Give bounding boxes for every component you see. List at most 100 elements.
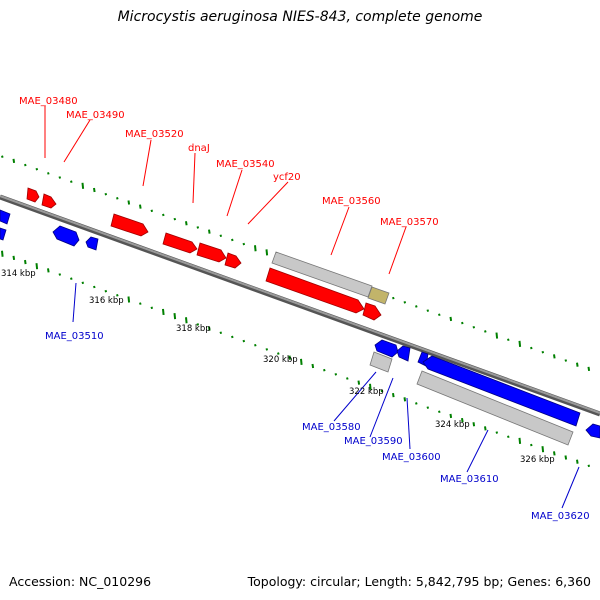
feature-olive[interactable] xyxy=(367,286,390,305)
reverse-genes xyxy=(0,209,600,439)
gc-mark xyxy=(196,323,200,326)
gc-mark xyxy=(576,362,579,367)
gc-mark xyxy=(196,226,200,229)
gene-mae-03570[interactable] xyxy=(362,302,382,321)
gene-label[interactable]: MAE_03610 xyxy=(440,474,499,485)
gc-mark xyxy=(12,158,16,164)
gc-mark xyxy=(116,197,119,200)
gc-mark xyxy=(127,296,131,303)
gc-mark xyxy=(495,431,499,434)
gene-label[interactable]: MAE_03580 xyxy=(302,422,361,433)
genome-summary-text: Topology: circular; Length: 5,842,795 bp… xyxy=(247,574,591,589)
gene-label[interactable]: MAE_03570 xyxy=(380,217,439,228)
genome-backbone-highlight xyxy=(0,195,600,414)
gene-dnaj[interactable] xyxy=(162,232,198,254)
gc-mark xyxy=(81,182,85,189)
scale-label: 322 kbp xyxy=(349,387,384,397)
gene-label[interactable]: MAE_03480 xyxy=(19,96,78,107)
gene-mae-03590[interactable] xyxy=(396,345,411,362)
gc-mark xyxy=(58,176,62,179)
gc-mark xyxy=(576,459,579,464)
gc-mark xyxy=(173,313,177,320)
gene-mae-03480[interactable] xyxy=(26,187,40,203)
gc-mark xyxy=(449,316,453,322)
gc-mark xyxy=(415,402,418,405)
gc-mark xyxy=(438,410,441,414)
scale-label: 324 kbp xyxy=(435,420,470,430)
gc-mark xyxy=(24,259,27,265)
gc-mark xyxy=(507,435,510,439)
gene-mae-03520[interactable] xyxy=(110,213,149,237)
gene-label[interactable]: dnaJ xyxy=(188,143,210,154)
gene-mae-03620[interactable] xyxy=(585,423,600,439)
gene-label[interactable]: MAE_03590 xyxy=(344,436,403,447)
gene-label[interactable]: ycf20 xyxy=(273,172,301,183)
gene-label[interactable]: MAE_03560 xyxy=(322,196,381,207)
gc-mark xyxy=(553,451,556,456)
gc-mark xyxy=(564,359,568,362)
gc-mark xyxy=(231,238,234,242)
gc-mark xyxy=(426,309,430,312)
gc-mark xyxy=(254,343,257,347)
gc-mark xyxy=(530,443,533,447)
gc-mark xyxy=(530,346,533,350)
gc-mark xyxy=(495,332,499,339)
gene-mae-03610[interactable] xyxy=(422,355,581,427)
gene-label[interactable]: MAE_03510 xyxy=(45,331,104,342)
gene-label[interactable]: MAE_03490 xyxy=(66,110,125,121)
gc-mark xyxy=(300,358,303,365)
gc-mark xyxy=(231,335,234,339)
forward-leaders xyxy=(44,106,407,275)
gene-label[interactable]: MAE_03620 xyxy=(531,511,590,522)
gc-mark xyxy=(461,321,464,325)
gc-mark xyxy=(81,281,85,285)
gc-mark xyxy=(564,455,568,460)
gene-label[interactable]: MAE_03540 xyxy=(216,159,275,170)
gc-mark xyxy=(587,366,591,371)
gc-mark xyxy=(403,397,407,402)
gc-mark xyxy=(208,229,211,234)
scale-label: 314 kbp xyxy=(1,269,36,279)
gc-mark xyxy=(346,377,349,380)
gc-mark xyxy=(12,255,16,261)
reverse-leaders xyxy=(72,282,580,509)
gc-mark xyxy=(472,422,476,427)
gc-mark xyxy=(162,308,165,316)
gc-mark xyxy=(116,294,119,297)
gene-mae-03490[interactable] xyxy=(41,193,57,209)
gene-mae-03580[interactable] xyxy=(374,339,399,358)
gc-mark xyxy=(323,368,326,372)
feature-gray-small[interactable] xyxy=(369,351,393,373)
gc-mark xyxy=(334,373,338,376)
gc-mark xyxy=(518,340,522,347)
gc-mark xyxy=(173,217,177,221)
gene-left-partial-bottom[interactable] xyxy=(0,227,7,241)
feature-gray-lower[interactable] xyxy=(416,370,574,446)
gc-mark xyxy=(518,437,522,444)
gc-mark xyxy=(438,313,441,317)
forward-gene-labels: MAE_03480 MAE_03490 MAE_03520 dnaJ MAE_0… xyxy=(19,96,439,228)
gc-mark xyxy=(35,263,39,270)
gc-mark xyxy=(185,317,188,324)
map-title: Microcystis aeruginosa NIES-843, complet… xyxy=(117,9,483,25)
gc-mark xyxy=(104,192,108,196)
gene-mae-03510-a[interactable] xyxy=(52,225,80,247)
gc-mark xyxy=(507,338,510,342)
gene-label[interactable]: MAE_03600 xyxy=(382,452,441,463)
gc-mark xyxy=(139,204,142,209)
gene-label[interactable]: MAE_03520 xyxy=(125,129,184,140)
gene-left-partial-top[interactable] xyxy=(0,209,11,225)
gc-mark xyxy=(553,354,556,359)
gc-mark xyxy=(58,273,62,276)
gene-ycf20[interactable] xyxy=(224,252,242,269)
gc-mark xyxy=(1,155,4,159)
reverse-gene-labels: MAE_03510 MAE_03580 MAE_03590 MAE_03600 … xyxy=(45,331,590,522)
gc-mark xyxy=(242,242,246,246)
gc-mark xyxy=(484,426,487,431)
gene-mae-03560[interactable] xyxy=(265,267,365,314)
gene-mae-03540[interactable] xyxy=(196,242,227,263)
gene-mae-03510-b[interactable] xyxy=(85,236,99,251)
gc-mark xyxy=(541,350,545,354)
